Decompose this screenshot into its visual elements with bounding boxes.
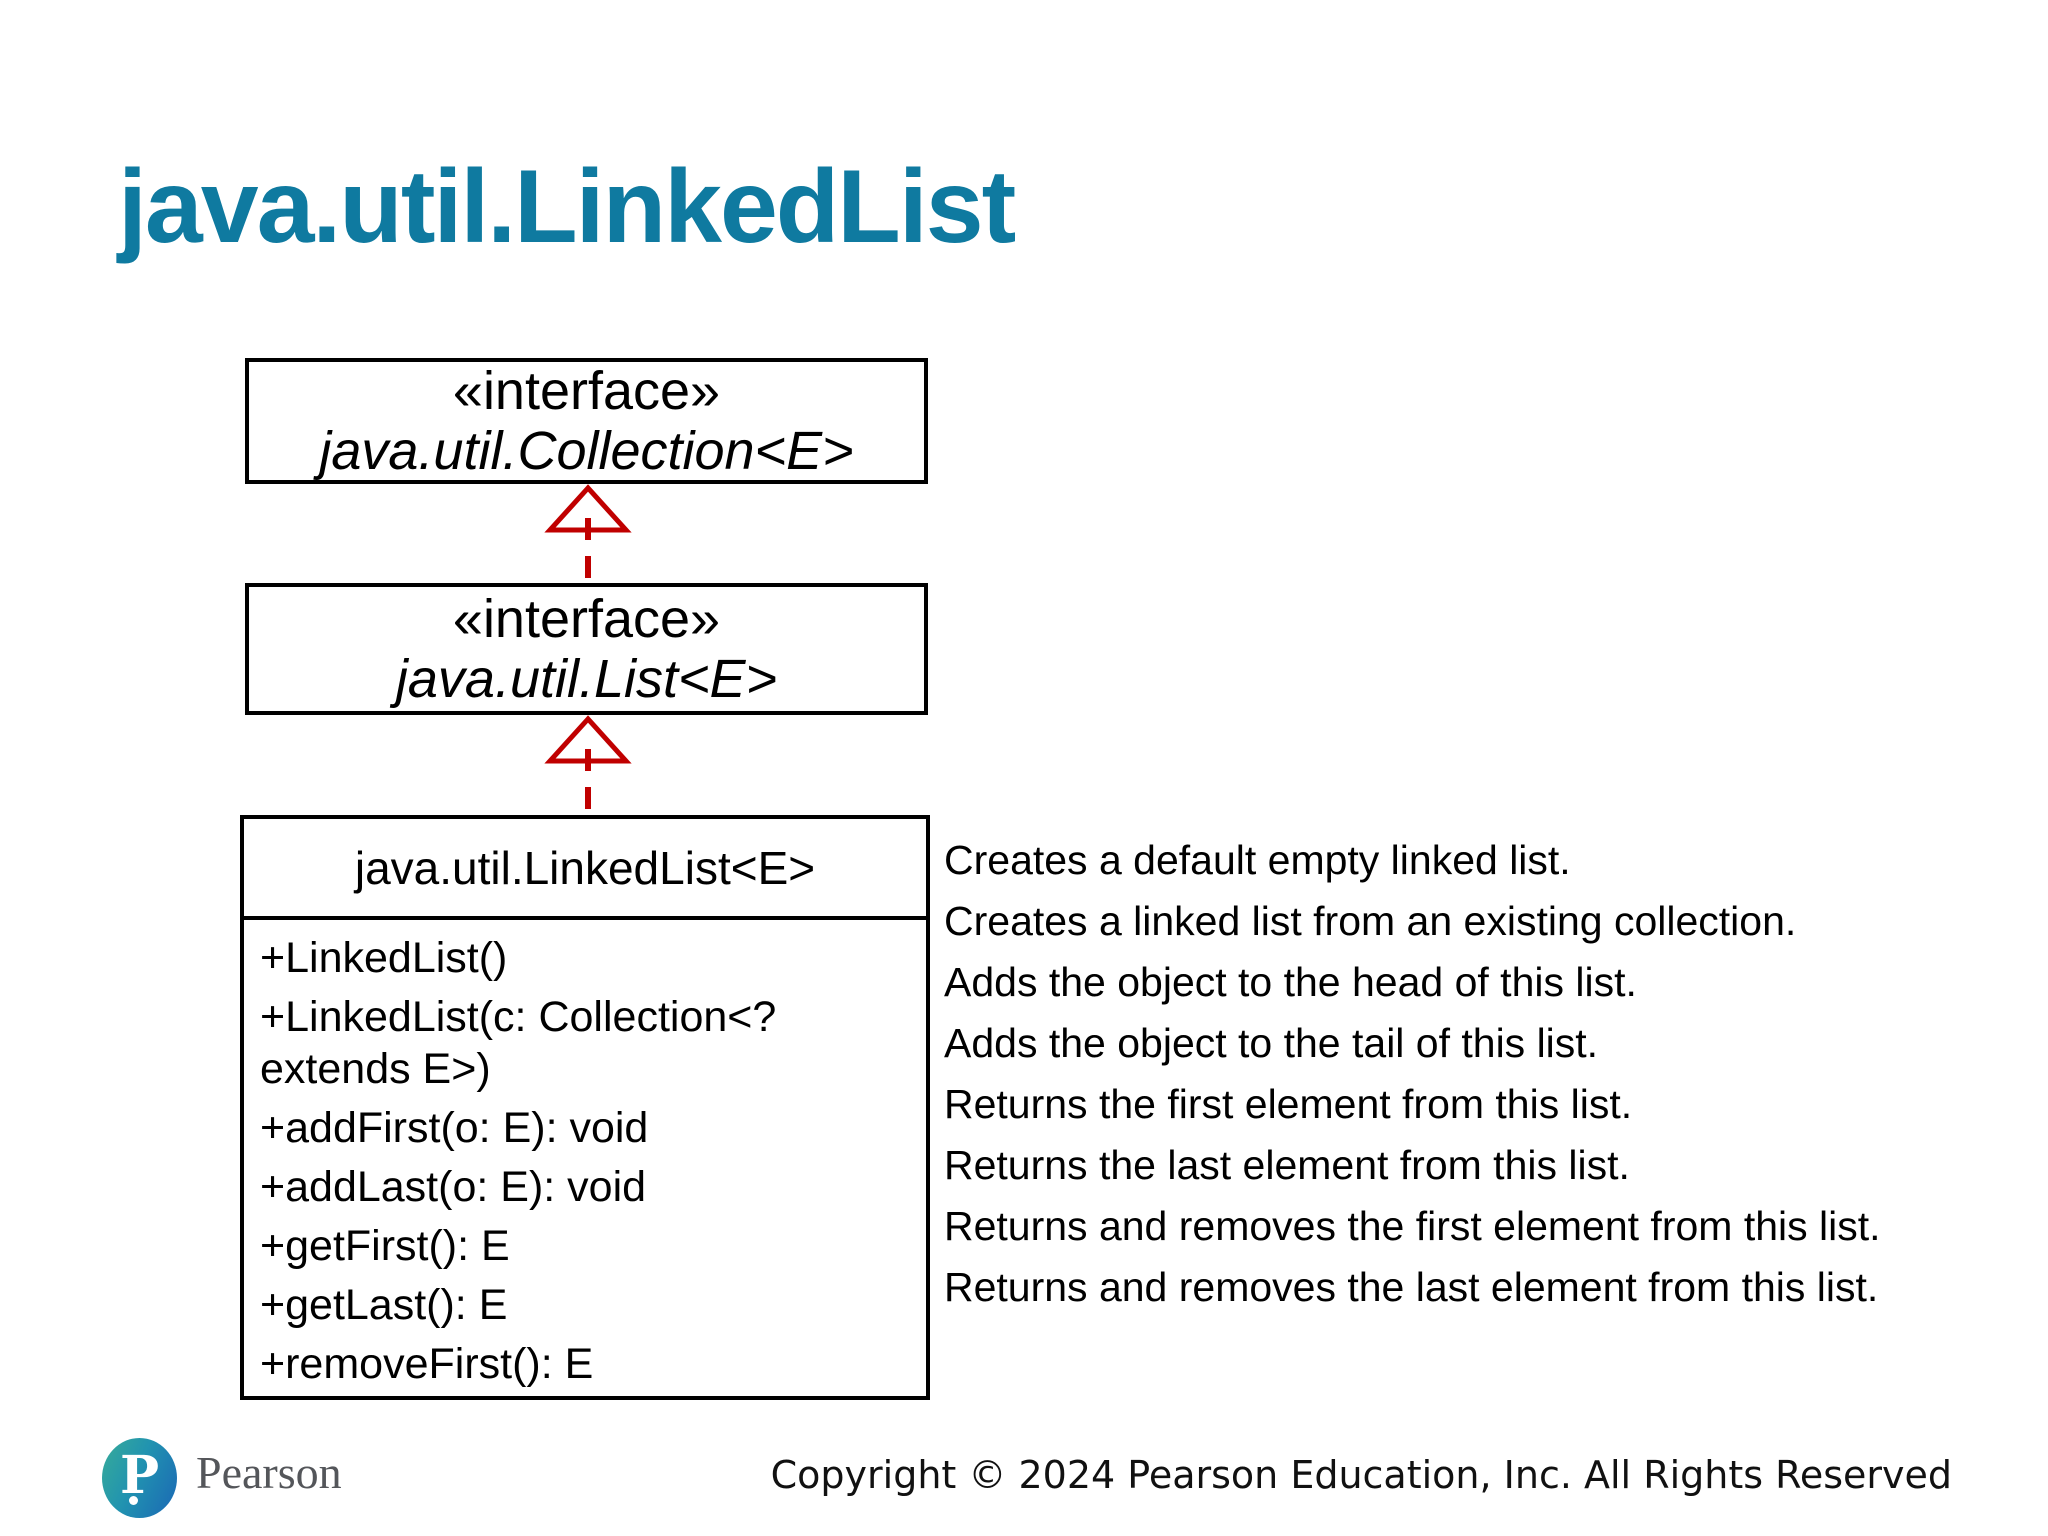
inheritance-arrow-icon <box>544 715 632 815</box>
list-stereotype: «interface» <box>452 589 721 649</box>
uml-method: +addLast(o: E): void <box>260 1163 647 1211</box>
copyright-text: Copyright © 2024 Pearson Education, Inc.… <box>770 1453 1952 1497</box>
uml-box-collection: «interface» java.util.Collection<E> <box>245 358 928 484</box>
collection-stereotype: «interface» <box>452 361 721 421</box>
method-list: +LinkedList() +LinkedList(c: Collection<… <box>260 932 912 1390</box>
linkedlist-methods-compartment: +LinkedList() +LinkedList(c: Collection<… <box>244 920 926 1390</box>
uml-method: +LinkedList() <box>260 934 508 982</box>
uml-box-list: «interface» java.util.List<E> <box>245 583 928 715</box>
pearson-wordmark: Pearson <box>196 1447 342 1498</box>
description-line: Returns and removes the first element fr… <box>944 1203 1881 1249</box>
uml-method: +LinkedList(c: Collection<? extends E>) <box>260 993 777 1093</box>
pearson-p-glyph: P <box>119 1445 160 1506</box>
page-title: java.util.LinkedList <box>118 149 1016 265</box>
description-line: Returns and removes the last element fro… <box>944 1264 1879 1310</box>
uml-method: +getLast(): E <box>260 1281 508 1329</box>
method-descriptions: Creates a default empty linked list. Cre… <box>944 836 1934 1324</box>
uml-method: +getFirst(): E <box>260 1222 510 1270</box>
uml-box-linkedlist: java.util.LinkedList<E> +LinkedList() +L… <box>240 815 930 1400</box>
pearson-p-dot <box>129 1496 138 1505</box>
list-name: java.util.List<E> <box>395 649 778 709</box>
description-line: Adds the object to the tail of this list… <box>944 1020 1599 1066</box>
uml-method: +addFirst(o: E): void <box>260 1104 649 1152</box>
collection-name: java.util.Collection<E> <box>319 421 854 481</box>
description-line: Creates a default empty linked list. <box>944 837 1571 883</box>
inheritance-arrow-icon <box>544 484 632 583</box>
linkedlist-class-name: java.util.LinkedList<E> <box>244 819 926 920</box>
description-line: Adds the object to the head of this list… <box>944 959 1637 1005</box>
description-line: Returns the last element from this list. <box>944 1142 1630 1188</box>
uml-method: +removeFirst(): E <box>260 1340 594 1388</box>
pearson-logo-icon: P <box>102 1438 177 1518</box>
description-line: Creates a linked list from an existing c… <box>944 898 1797 944</box>
description-line: Returns the first element from this list… <box>944 1081 1633 1127</box>
